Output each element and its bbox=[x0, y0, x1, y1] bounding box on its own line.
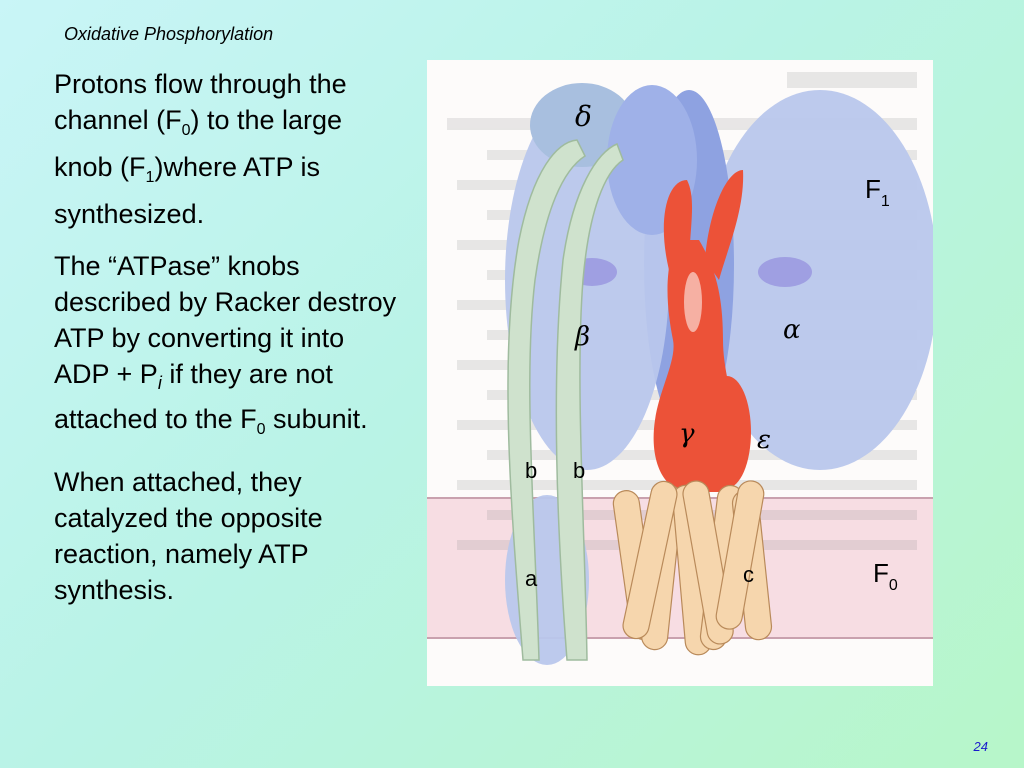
atp-synthase-figure: δ β α γ ε b b a c F1 F0 bbox=[427, 60, 933, 686]
label-c: c bbox=[743, 562, 754, 587]
label-a: a bbox=[525, 566, 538, 591]
stator-b-left bbox=[507, 139, 586, 661]
label-b-right: b bbox=[573, 458, 585, 483]
label-gamma: γ bbox=[679, 419, 695, 449]
body-text: Protons flow through the channel (F0) to… bbox=[54, 66, 404, 624]
label-F0: F0 bbox=[873, 558, 898, 594]
subunit-epsilon bbox=[703, 376, 751, 488]
label-epsilon: ε bbox=[757, 425, 771, 455]
c-ring bbox=[612, 480, 773, 656]
stator-b-right bbox=[555, 143, 624, 661]
label-alpha: α bbox=[783, 315, 801, 345]
label-F1: F1 bbox=[865, 174, 890, 210]
label-delta: δ bbox=[575, 100, 592, 133]
label-beta: β bbox=[574, 322, 590, 352]
page-number: 24 bbox=[973, 739, 988, 754]
slide-title: Oxidative Phosphorylation bbox=[64, 24, 274, 44]
paragraph-atpase-knobs: The “ATPase” knobs described by Racker d… bbox=[54, 251, 397, 438]
binding-site-right bbox=[758, 257, 812, 287]
paragraph-when-attached: When attached, they catalyzed the opposi… bbox=[54, 467, 323, 605]
paragraph-proton-flow: Protons flow through the channel (F0) to… bbox=[54, 69, 347, 229]
label-b-left: b bbox=[525, 458, 537, 483]
subunit-alpha-right bbox=[702, 90, 933, 470]
